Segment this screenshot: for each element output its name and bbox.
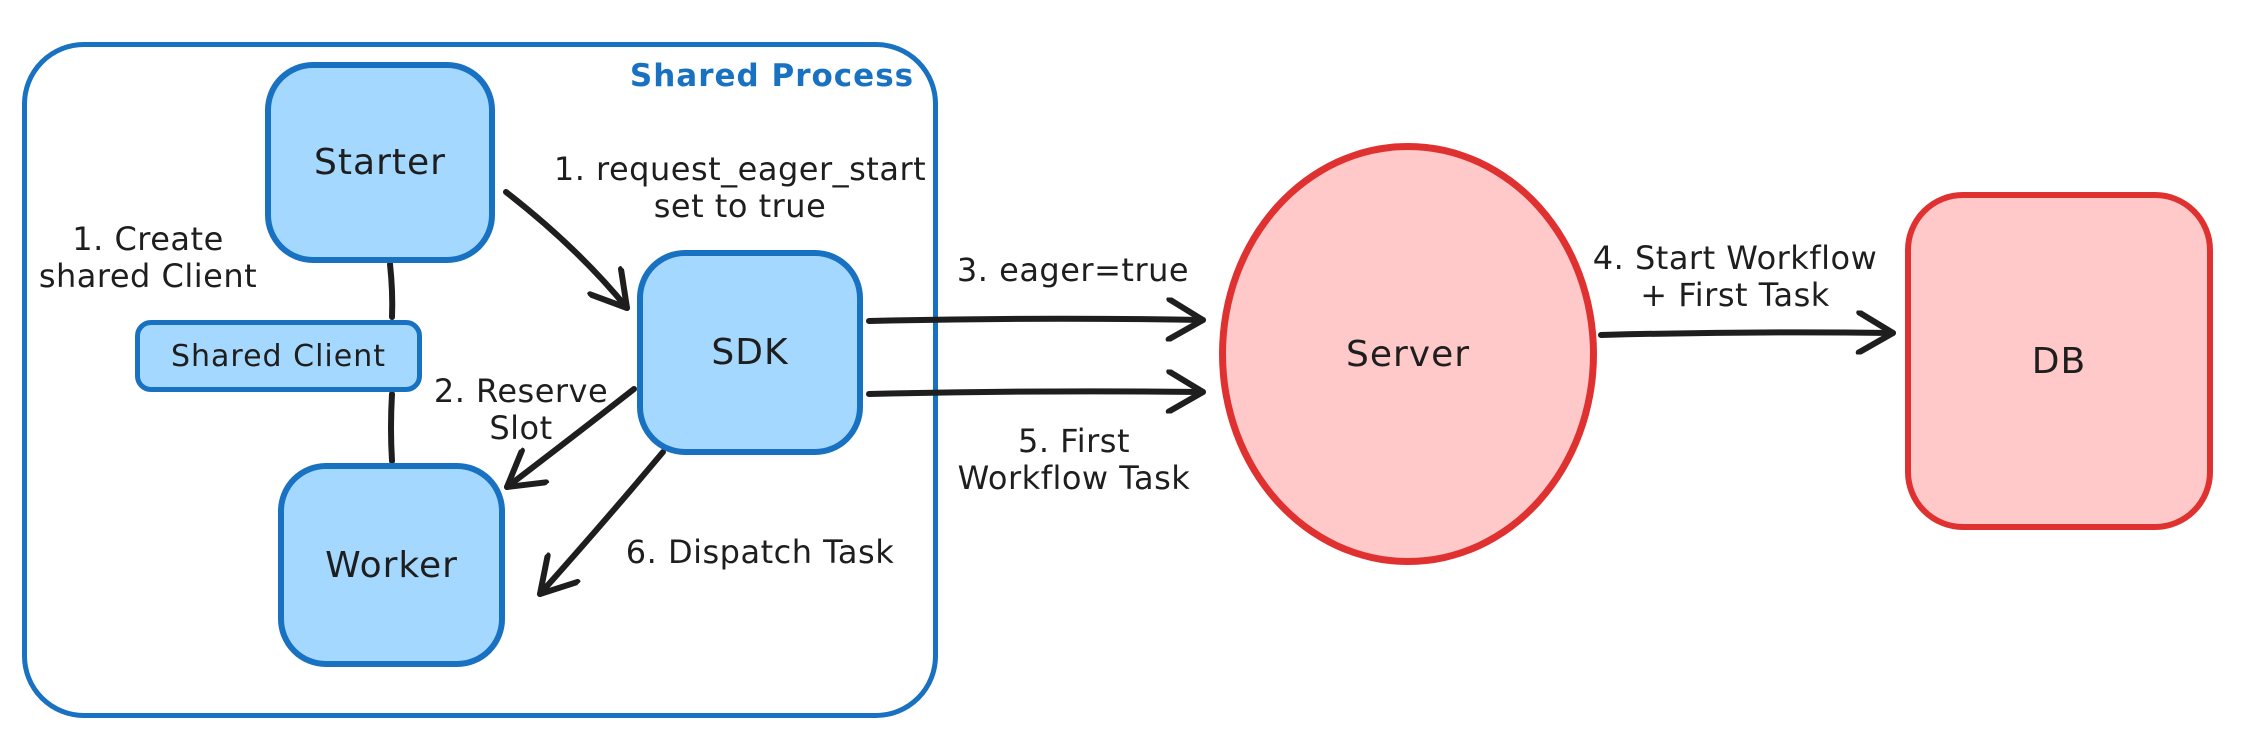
shared-client-label: Shared Client	[170, 338, 386, 374]
server-node: Server	[1219, 143, 1597, 565]
note-request-eager-start-line1: 1. request_eager_start	[553, 150, 927, 188]
shared-process-container	[22, 42, 938, 718]
starter-node: Starter	[265, 62, 495, 263]
note-eager-true: 3. eager=true	[956, 251, 1190, 289]
sdk-node: SDK	[637, 250, 863, 455]
note-create-shared-client-line1: 1. Create	[72, 220, 224, 258]
db-label: DB	[2031, 340, 2087, 382]
note-first-workflow-task: 5. First Workflow Task	[914, 423, 1234, 497]
note-start-workflow: 4. Start Workflow + First Task	[1555, 240, 1915, 314]
shared-process-title: Shared Process	[629, 58, 915, 94]
db-node: DB	[1905, 192, 2213, 530]
note-first-workflow-task-line1: 5. First	[1017, 422, 1131, 460]
note-request-eager-start: 1. request_eager_start set to true	[530, 151, 950, 225]
shared-client-node: Shared Client	[135, 320, 422, 392]
server-label: Server	[1345, 333, 1471, 375]
note-reserve-slot: 2. Reserve Slot	[391, 373, 651, 447]
note-create-shared-client: 1. Create shared Client	[0, 221, 296, 295]
note-start-workflow-line1: 4. Start Workflow	[1592, 239, 1878, 277]
starter-label: Starter	[314, 142, 446, 183]
note-request-eager-start-line2: set to true	[653, 187, 827, 225]
note-reserve-slot-line1: 2. Reserve	[433, 372, 609, 410]
worker-label: Worker	[325, 544, 458, 586]
note-first-workflow-task-line2: Workflow Task	[957, 459, 1191, 497]
worker-node: Worker	[278, 463, 505, 667]
note-reserve-slot-line2: Slot	[489, 409, 553, 447]
arrow-start-workflow	[1598, 332, 1896, 335]
note-dispatch-task: 6. Dispatch Task	[625, 533, 895, 571]
note-start-workflow-line2: + First Task	[1640, 276, 1830, 314]
sdk-label: SDK	[711, 332, 789, 373]
note-create-shared-client-line2: shared Client	[38, 257, 258, 295]
